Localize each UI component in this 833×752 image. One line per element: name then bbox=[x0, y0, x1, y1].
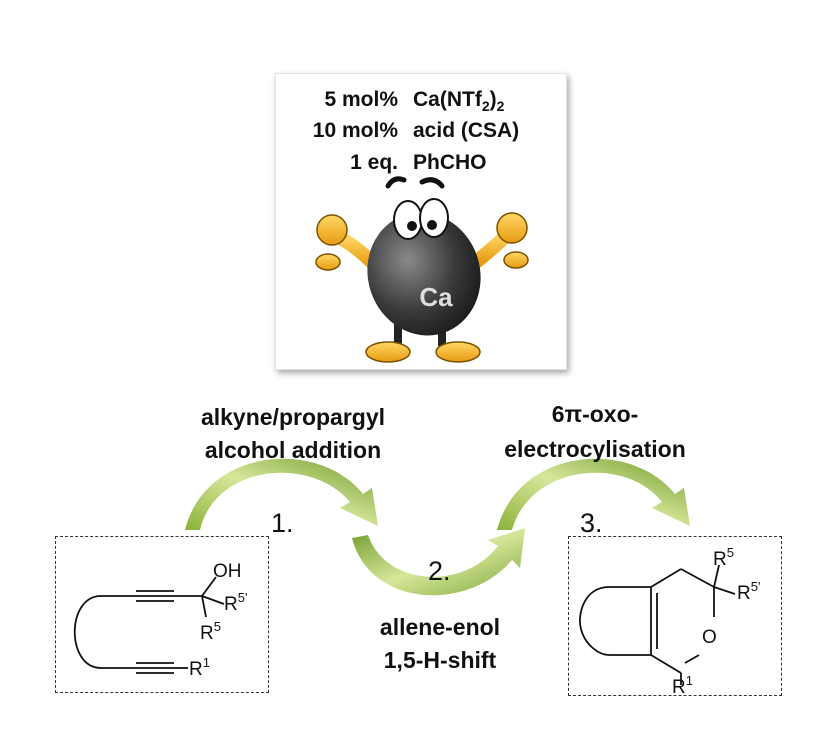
reagent-2: acid (CSA) bbox=[413, 119, 520, 142]
product-r1-label: R1 bbox=[672, 673, 693, 695]
step-2-number: 2. bbox=[428, 556, 451, 586]
step-2-label: allene-enol 1,5-H-shift bbox=[379, 614, 501, 673]
product-r5-label: R5 bbox=[713, 545, 734, 570]
product-o-label: O bbox=[702, 627, 717, 648]
amount-2: 10 mol% bbox=[312, 119, 398, 142]
step-3-number: 3. bbox=[580, 508, 603, 538]
calcium-mascot: Ca bbox=[315, 176, 529, 363]
r5prime-label: R5' bbox=[224, 590, 247, 615]
step-3-label: 6π-oxo- electrocylisation bbox=[504, 401, 686, 462]
step-1-number: 1. bbox=[271, 508, 294, 538]
r5-label: R5 bbox=[200, 619, 221, 644]
reactant-box: OH R5' R5 R1 bbox=[55, 536, 269, 693]
mascot-label: Ca bbox=[419, 282, 453, 312]
step-3-arrow bbox=[497, 458, 690, 530]
reactant-structure: OH R5' R5 R1 bbox=[73, 561, 247, 680]
r1-label: R1 bbox=[189, 655, 210, 680]
product-box: R5 R5' O R1 bbox=[568, 536, 782, 698]
step-1-arrow bbox=[185, 458, 378, 530]
product-structure: R5 R5' O R1 bbox=[579, 545, 760, 698]
oh-label: OH bbox=[213, 561, 242, 582]
step-1-label: alkyne/propargyl alcohol addition bbox=[200, 404, 386, 463]
product-r5prime-label: R5' bbox=[737, 579, 760, 604]
step-2-arrow bbox=[352, 528, 525, 596]
conditions-card: 5 mol% Ca(NTf2)2 10 mol% acid (CSA) 1 eq… bbox=[275, 73, 567, 370]
amount-1: 5 mol% bbox=[324, 88, 398, 111]
amount-3: 1 eq. bbox=[350, 151, 398, 174]
reagent-1: Ca(NTf2)2 bbox=[413, 88, 505, 115]
reagent-3: PhCHO bbox=[413, 151, 487, 174]
